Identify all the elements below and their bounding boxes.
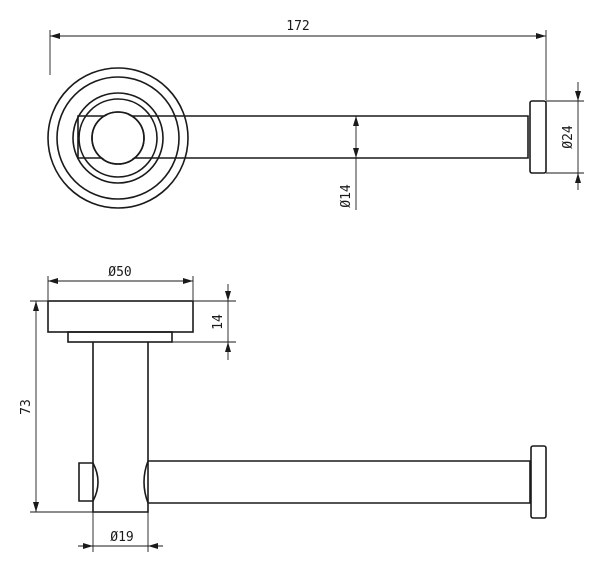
bar-curve-left (92, 462, 99, 502)
rosette-outer-circle (47, 67, 189, 209)
rosette-inner-circle (72, 92, 164, 184)
dim-label-post-diameter: Ø19 (110, 530, 133, 545)
bar-curve-right (143, 460, 149, 504)
post-cover (93, 113, 143, 163)
dim-label-base-thickness: 14 (211, 314, 226, 330)
dim-label-base-diameter: Ø50 (108, 265, 131, 280)
top-view: 172 Ø24 Ø14 (47, 19, 584, 210)
end-cap (529, 100, 547, 174)
bar-outline (77, 115, 529, 159)
rosette-core-circle (78, 98, 158, 178)
base-rim (67, 331, 173, 343)
post-outline (92, 342, 149, 513)
post-circle-front (91, 111, 145, 165)
bar-stub-left (78, 462, 93, 502)
dim-label-total-length: 172 (286, 19, 309, 34)
dim-label-end-cap-diameter: Ø24 (561, 125, 576, 149)
side-view: Ø50 14 73 Ø19 (19, 265, 547, 552)
rosette-middle-circle (56, 76, 180, 200)
dim-label-total-height: 73 (19, 399, 34, 415)
side-bar-outline (148, 460, 531, 504)
base-plate (47, 300, 194, 333)
dim-label-bar-diameter: Ø14 (339, 184, 354, 208)
side-end-cap (530, 445, 547, 519)
